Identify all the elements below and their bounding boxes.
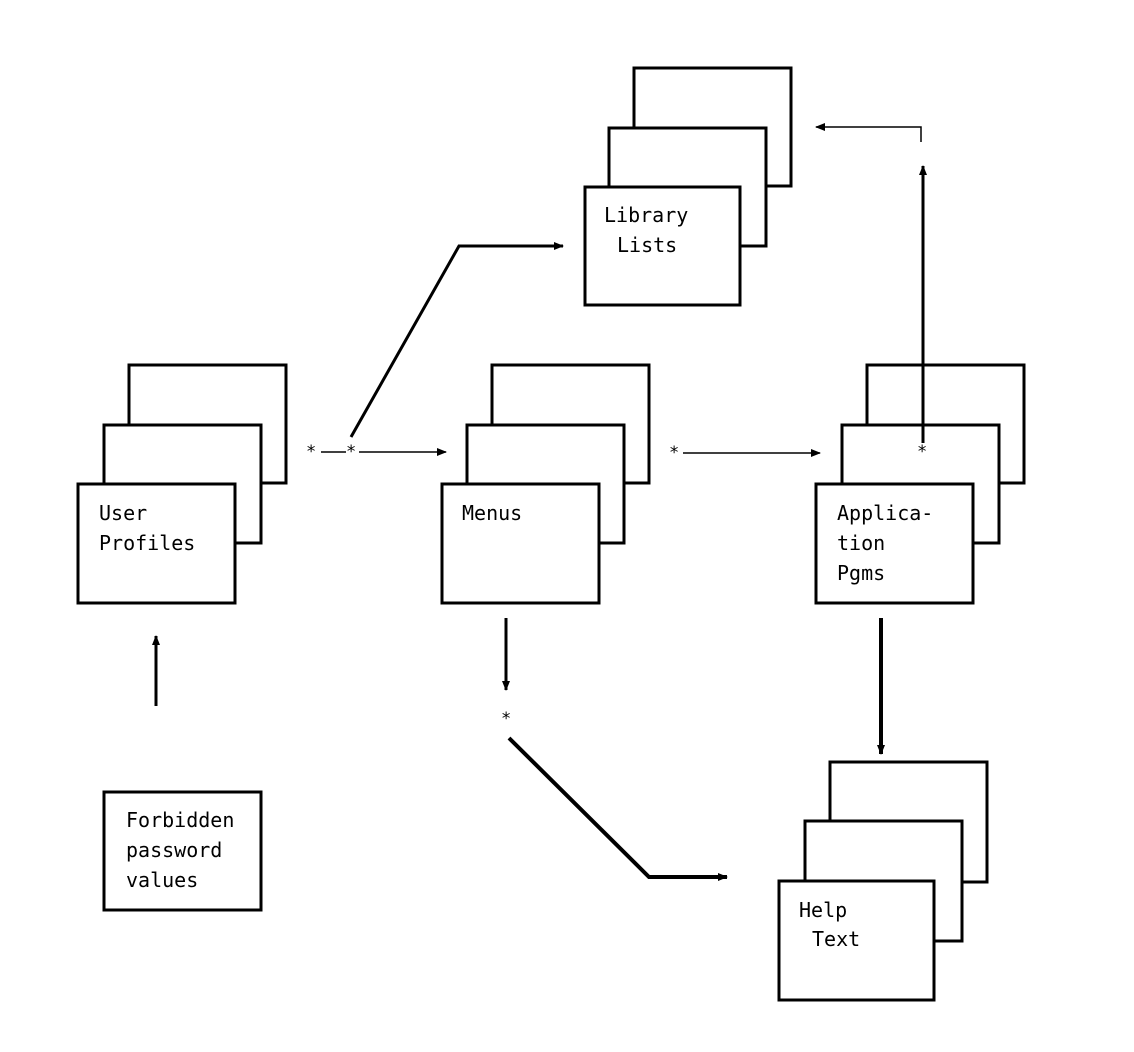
user-profiles-connector-marker: * [306, 442, 316, 462]
application-pgms-label-line-1: Applica- [837, 501, 933, 525]
menus-to-help-text-arrow [507, 736, 728, 881]
library-lists-front-card [583, 185, 742, 307]
forbidden-values-label-line-3: values [126, 868, 198, 892]
user-profiles-to-library-lists-arrow [349, 242, 564, 438]
application-pgms-front-card [814, 482, 975, 605]
library-lists-node: Library Lists [583, 66, 793, 307]
application-pgms-to-library-lists-arrow [815, 123, 922, 142]
user-profiles-label-line-1: User [99, 501, 147, 525]
help-connector-marker: * [501, 709, 511, 729]
application-library-marker: * [917, 442, 927, 462]
user-profiles-label-line-2: Profiles [99, 531, 195, 555]
library-lists-label-line-2: Lists [617, 233, 677, 257]
application-pgms-label-line-2: tion [837, 531, 885, 555]
application-pgms-node: Applica- tion Pgms [814, 363, 1026, 605]
help-text-node: Help Text [777, 760, 989, 1002]
menus-label: Menus [462, 501, 522, 525]
forbidden-values-node: Forbidden password values [102, 790, 263, 912]
library-lists-label-line-1: Library [604, 203, 688, 227]
help-text-label-line-2: Text [812, 927, 860, 951]
menus-front-card [440, 482, 601, 605]
menus-connector-marker: * [346, 442, 356, 462]
user-profiles-front-card [76, 482, 237, 605]
menus-node: Menus [440, 363, 651, 605]
forbidden-values-label-line-1: Forbidden [126, 808, 234, 832]
help-text-label-line-1: Help [799, 898, 847, 922]
application-pgms-label-line-3: Pgms [837, 561, 885, 585]
help-text-front-card [777, 879, 936, 1002]
forbidden-values-label-line-2: password [126, 838, 222, 862]
forbidden-values-card [102, 790, 263, 912]
user-profiles-node: User Profiles [76, 363, 288, 605]
application-connector-marker: * [669, 443, 679, 463]
